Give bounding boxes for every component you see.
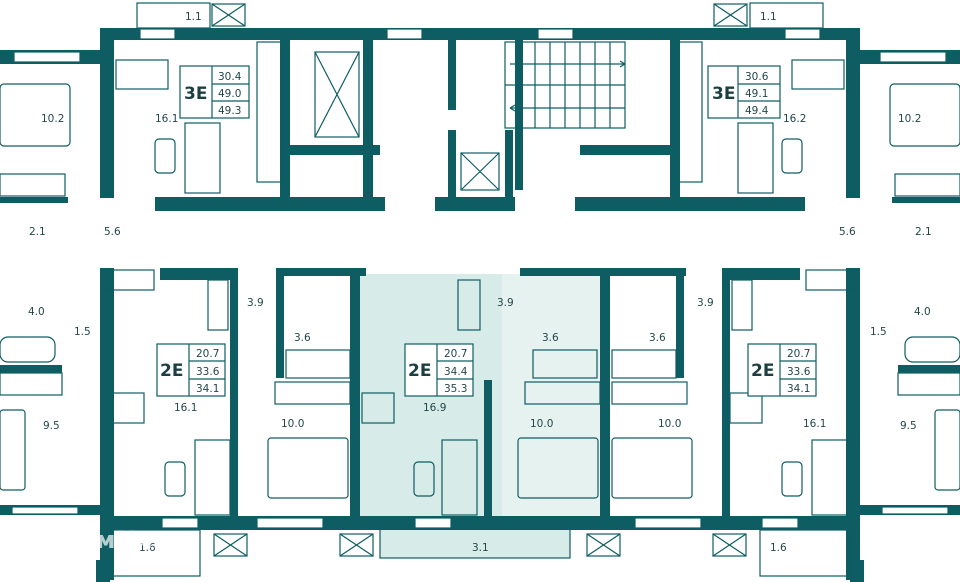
total-area-with-balcony: 35.3 xyxy=(444,383,467,395)
living-area: 20.7 xyxy=(787,348,810,360)
room-area: 9.5 xyxy=(900,420,917,432)
room-area: 10.0 xyxy=(658,418,681,430)
apartment-type: 3E xyxy=(184,84,207,104)
room-area: 10.2 xyxy=(41,113,64,125)
balconies xyxy=(109,2,851,577)
apartment-2e-right-info[interactable]: 2E 20.7 33.6 34.1 xyxy=(747,343,817,397)
living-area: 30.6 xyxy=(745,71,769,83)
room-area: 5.6 xyxy=(104,226,121,238)
apartment-type: 2E xyxy=(751,361,774,381)
apartment-2e-center-info[interactable]: 2E 20.7 34.4 35.3 xyxy=(404,343,474,397)
room-area: 1.6 xyxy=(139,542,156,554)
room-area: 16.1 xyxy=(155,113,178,125)
room-area: 10.0 xyxy=(281,418,304,430)
room-area: 9.5 xyxy=(43,420,60,432)
total-area: 34.4 xyxy=(444,366,468,378)
elevator xyxy=(314,51,360,138)
apartment-type: 2E xyxy=(408,361,431,381)
total-area: 49.0 xyxy=(218,88,241,100)
apartment-3e-right-info[interactable]: 3E 30.6 49.1 49.4 xyxy=(707,65,781,119)
total-area: 49.1 xyxy=(745,88,768,100)
room-area: 16.1 xyxy=(803,418,826,430)
room-area: 2.1 xyxy=(915,226,932,238)
living-area: 20.7 xyxy=(196,348,219,360)
watermark-logo: ДомКлик xyxy=(58,526,186,554)
apartment-type: 2E xyxy=(160,361,183,381)
room-area: 16.2 xyxy=(783,113,806,125)
elevator xyxy=(460,152,500,191)
room-area: 3.6 xyxy=(649,332,666,344)
highlighted-bedroom-area xyxy=(502,274,602,518)
total-area-with-balcony: 49.4 xyxy=(745,105,769,117)
room-area: 3.9 xyxy=(697,297,714,309)
room-area: 1.5 xyxy=(870,326,887,338)
total-area: 33.6 xyxy=(196,366,220,378)
room-labels: 10.2 16.1 1.1 2.1 5.6 16.2 10.2 1.1 5.6 … xyxy=(28,11,932,554)
room-area: 3.6 xyxy=(294,332,311,344)
apartment-2e-left-info[interactable]: 2E 20.7 33.6 34.1 xyxy=(156,343,226,397)
staircase xyxy=(504,41,626,129)
room-area: 1.6 xyxy=(770,542,787,554)
room-area: 16.9 xyxy=(423,402,446,414)
ventilation-shafts xyxy=(211,3,748,557)
room-area: 3.9 xyxy=(497,297,514,309)
room-area: 1.5 xyxy=(74,326,91,338)
living-area: 30.4 xyxy=(218,71,242,83)
total-area-with-balcony: 49.3 xyxy=(218,105,241,117)
room-area: 10.2 xyxy=(898,113,921,125)
apartment-3e-left-info[interactable]: 3E 30.4 49.0 49.3 xyxy=(179,65,250,119)
room-area: 1.1 xyxy=(185,11,202,23)
room-area: 4.0 xyxy=(914,306,931,318)
room-area: 16.1 xyxy=(174,402,197,414)
total-area-with-balcony: 34.1 xyxy=(787,383,810,395)
room-area: 3.6 xyxy=(542,332,559,344)
total-area: 33.6 xyxy=(787,366,811,378)
room-area: 5.6 xyxy=(839,226,856,238)
living-area: 20.7 xyxy=(444,348,467,360)
room-area: 3.9 xyxy=(247,297,264,309)
room-area: 1.1 xyxy=(760,11,777,23)
room-area: 4.0 xyxy=(28,306,45,318)
windows xyxy=(11,28,949,529)
room-area: 3.1 xyxy=(472,542,489,554)
room-area: 10.0 xyxy=(530,418,553,430)
room-area: 2.1 xyxy=(29,226,46,238)
apartment-type: 3E xyxy=(712,84,735,104)
furniture xyxy=(0,41,960,516)
total-area-with-balcony: 34.1 xyxy=(196,383,219,395)
